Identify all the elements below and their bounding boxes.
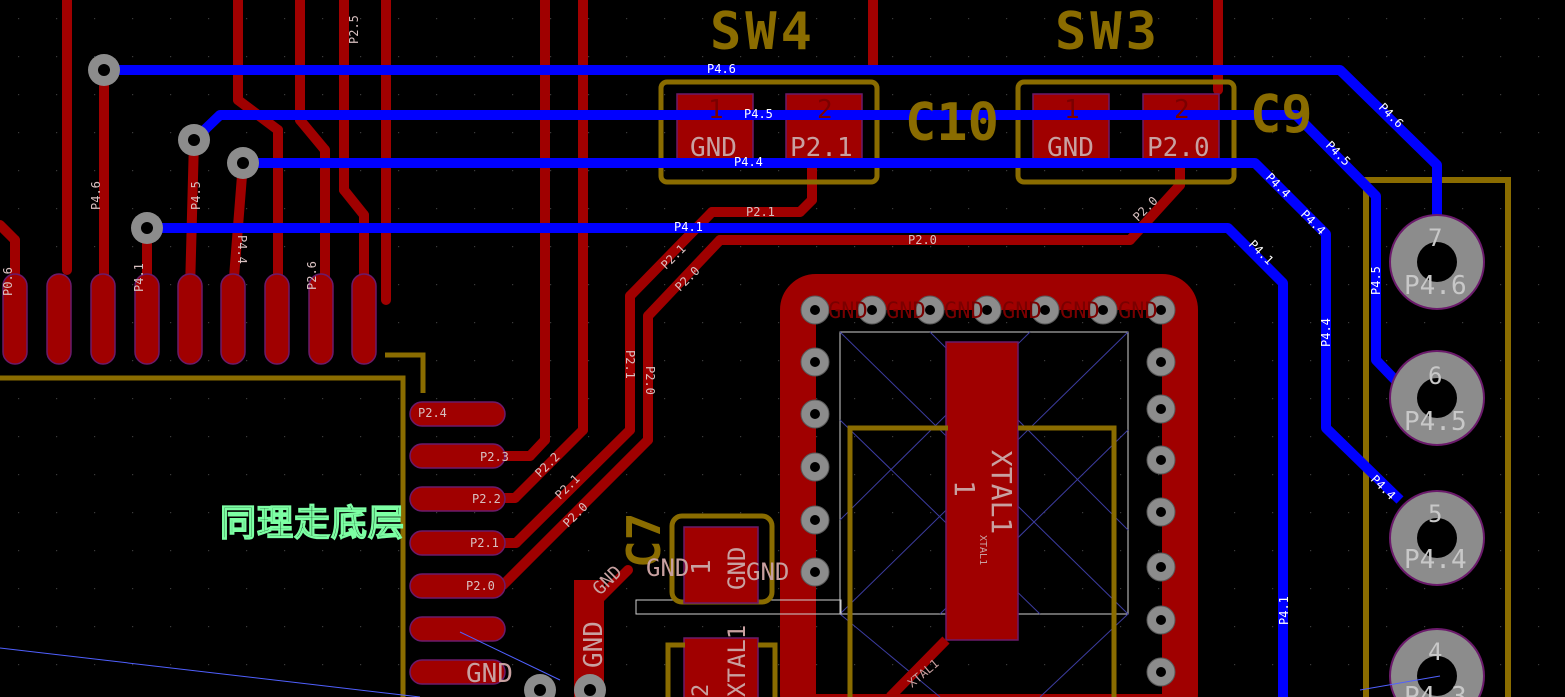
net-label-p44-red: P4.4 <box>235 235 249 264</box>
xtal-small-label: XTAL1 <box>977 535 988 565</box>
net-label-p46: P4.6 <box>707 62 736 76</box>
svg-text:GND: GND <box>886 299 926 324</box>
net-label-p41-red: P4.1 <box>132 263 146 292</box>
net-label-p06: P0.6 <box>1 267 15 296</box>
header-pin-6-num: 6 <box>1428 362 1442 390</box>
xtal-designator: XTAL1 <box>985 450 1018 534</box>
xtal-silkscreen <box>847 425 1117 697</box>
c7-pad <box>683 526 759 604</box>
net-label-p41: P4.1 <box>674 220 703 234</box>
designator-sw3: SW3 <box>1055 2 1161 62</box>
c7-pad2-net: XTAL1 <box>723 625 751 697</box>
net-label-p45-red: P4.5 <box>189 181 203 210</box>
switch-pads <box>676 93 1220 167</box>
header-pin-5-num: 5 <box>1428 500 1442 528</box>
ic-silkscreen <box>0 352 426 697</box>
c7-right-net2: GND <box>746 558 789 586</box>
net-label-p23: P2.3 <box>480 450 509 464</box>
net-label-p44-vert: P4.4 <box>1319 318 1333 347</box>
header-pads <box>1389 214 1485 697</box>
svg-text:GND: GND <box>828 299 868 324</box>
designator-c9: C9 <box>1250 85 1313 145</box>
bottom-copper-traces <box>104 65 1442 697</box>
ic-top-pads <box>2 273 377 365</box>
header-pin-7-net: P4.6 <box>1404 271 1467 301</box>
svg-text:GND: GND <box>1002 299 1042 324</box>
sw3-pad2-net: P2.0 <box>1147 133 1210 163</box>
net-label-p45-vert: P4.5 <box>1369 266 1383 295</box>
header-pin-6-net: P4.5 <box>1404 407 1467 437</box>
net-label-p44: P4.4 <box>734 155 763 169</box>
net-label-p26: P2.6 <box>305 261 319 290</box>
header-pin-4-num: 4 <box>1428 638 1442 666</box>
designator-c7: C7 <box>617 513 671 568</box>
net-label-p45: P4.5 <box>744 107 773 121</box>
svg-text:GND: GND <box>1118 299 1158 324</box>
annotation-text: 同理走底层 <box>219 502 406 544</box>
c7-pad-num: 1 <box>687 559 717 575</box>
c7-pad2-num: 2 <box>689 684 714 697</box>
svg-text:GND: GND <box>944 299 984 324</box>
qfp-gnd-label: GND <box>466 659 513 689</box>
ring-gnd-labels: GND GND GND GND GND GND <box>828 299 1158 324</box>
net-label-p46-red: P4.6 <box>89 181 103 210</box>
svg-text:GND: GND <box>1060 299 1100 324</box>
sw3-pad1-num: 1 <box>1064 95 1080 125</box>
net-label-p21b: P2.1 <box>470 536 499 550</box>
gnd-ring <box>780 274 1198 697</box>
sw4-pad2-num: 2 <box>817 95 833 125</box>
net-label-p21: P2.1 <box>746 205 775 219</box>
net-label-p20: P2.0 <box>908 233 937 247</box>
c7-pad-2 <box>683 637 759 697</box>
net-label-p25: P2.5 <box>347 15 361 44</box>
sw3-pad2-num: 2 <box>1174 95 1190 125</box>
c7-left-net: GND <box>646 554 689 582</box>
designator-sw4: SW4 <box>710 2 816 62</box>
switch-silkscreen <box>658 79 1237 185</box>
sw4-pad2-net: P2.1 <box>790 133 853 163</box>
xtal-pin-num: 1 <box>948 480 981 497</box>
c7-gnd-vertical: GND <box>579 621 609 668</box>
net-label-p24: P2.4 <box>418 406 447 420</box>
net-label-p20-vert: P2.0 <box>643 366 657 395</box>
header-pin-7-num: 7 <box>1428 224 1442 252</box>
net-label-p41-vert: P4.1 <box>1277 596 1291 625</box>
c7-right-net: GND <box>723 547 751 590</box>
header-pin-4-net: P4.3 <box>1404 682 1467 697</box>
header-pin-5-net: P4.4 <box>1404 545 1467 575</box>
net-label-p21-vert: P2.1 <box>623 350 637 379</box>
designator-c10: C10 <box>905 93 999 153</box>
xtal-pad-1 <box>945 341 1019 641</box>
sw4-pad1-net: GND <box>690 133 737 163</box>
sw4-pad1-num: 1 <box>708 95 724 125</box>
ic-right-pads <box>409 401 506 685</box>
sw3-pad1-net: GND <box>1047 133 1094 163</box>
net-label-p22: P2.2 <box>472 492 501 506</box>
net-label-p20b: P2.0 <box>466 579 495 593</box>
